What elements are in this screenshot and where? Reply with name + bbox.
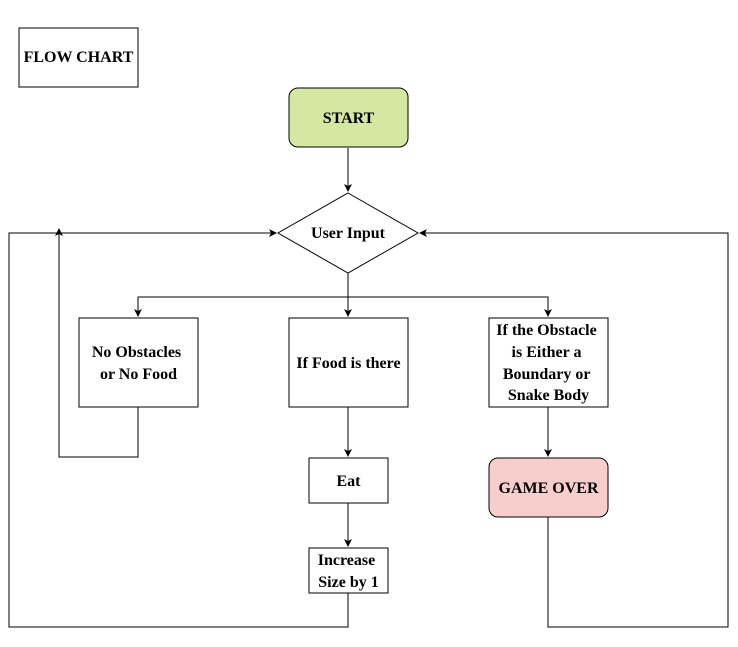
eat-node: Eat [308, 457, 389, 504]
edge-no-obstacles-loop [55, 228, 139, 458]
no-obstacles-line-1: No Obstacles [92, 344, 181, 361]
no-obstacles-line-2: or No Food [100, 366, 177, 383]
game-over-label: GAME OVER [499, 480, 599, 497]
food-node: If Food is there [288, 317, 409, 408]
obstacle-line-1: If the Obstacle [496, 322, 596, 339]
increase-size-node: Increase Size by 1 [308, 547, 389, 594]
start-node: START [288, 87, 409, 148]
user-input-label: User Input [311, 225, 386, 242]
no-obstacles-text: No Obstacles or No Food [92, 344, 185, 383]
no-obstacles-node: No Obstacles or No Food [78, 317, 199, 408]
edge-increase-loop [8, 229, 349, 628]
increase-size-text: Increase Size by 1 [318, 552, 379, 591]
title-box: FLOW CHART [18, 27, 139, 88]
game-over-node: GAME OVER [488, 457, 609, 518]
edge-input-to-no-obstacles [134, 296, 348, 317]
increase-line-1: Increase [318, 552, 375, 569]
obstacle-line-4: Snake Body [508, 387, 589, 404]
start-label: START [323, 110, 375, 127]
increase-line-2: Size by 1 [318, 574, 378, 591]
diagram-title: FLOW CHART [24, 49, 134, 66]
obstacle-line-3: Boundary or [503, 366, 590, 383]
obstacle-text: If the Obstacle is Either a Boundary or … [496, 322, 600, 404]
obstacle-line-2: is Either a [512, 344, 582, 361]
edge-game-over-loop [419, 229, 729, 628]
edge-input-to-obstacle [348, 296, 552, 317]
edges [8, 148, 729, 628]
obstacle-node: If the Obstacle is Either a Boundary or … [488, 317, 609, 408]
food-label: If Food is there [296, 355, 400, 372]
user-input-decision: User Input [276, 192, 420, 274]
eat-label: Eat [337, 473, 362, 490]
